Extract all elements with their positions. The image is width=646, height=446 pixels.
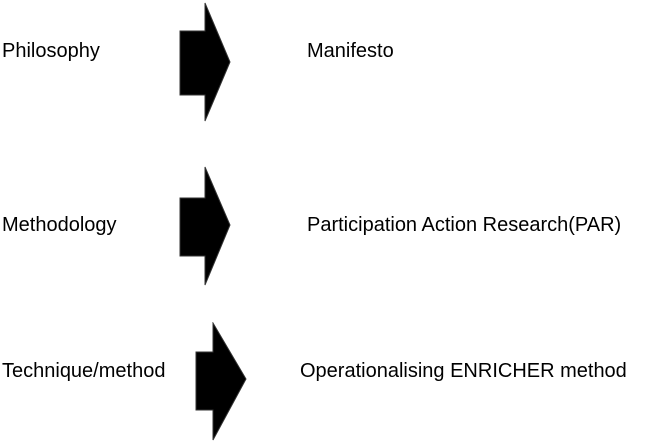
- row-2-arrow-icon: [178, 166, 232, 288]
- row-3-result: Operationalising ENRICHER method: [300, 360, 627, 382]
- row-2-result: Participation Action Research(PAR): [307, 214, 622, 236]
- row-1-arrow-icon: [178, 2, 232, 124]
- row-3-arrow-icon: [194, 322, 248, 444]
- row-2-label: Methodology: [2, 214, 117, 236]
- row-3-label: Technique/method: [2, 360, 166, 382]
- row-1-result: Manifesto: [307, 40, 394, 62]
- row-1-label: Philosophy: [2, 40, 100, 62]
